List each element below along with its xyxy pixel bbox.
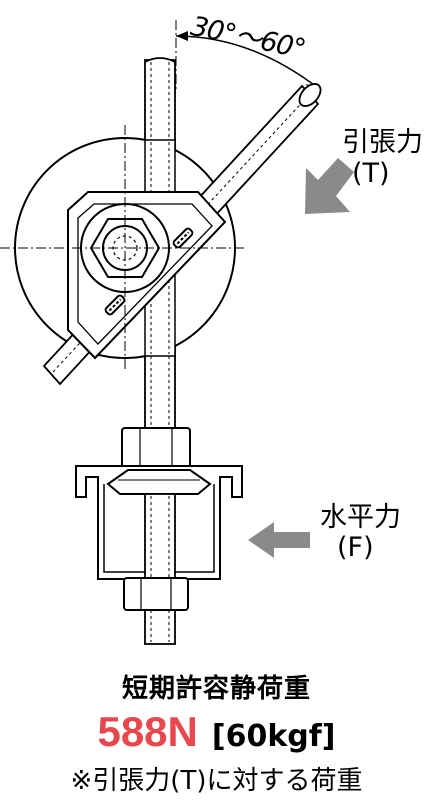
- horizontal-force-symbol: (F): [337, 532, 374, 563]
- load-note: ※引張力(T)に対する荷重: [70, 766, 363, 796]
- tension-symbol: (T): [352, 158, 390, 189]
- tension-arrow: [305, 158, 354, 214]
- load-value-row: 588N [60kgf]: [0, 708, 433, 756]
- load-title: 短期許容静荷重: [121, 674, 311, 704]
- tension-label: 引張力: [342, 127, 423, 158]
- load-value-kgf: [60kgf]: [211, 719, 336, 754]
- horizontal-force-arrow: [248, 522, 310, 558]
- upper-hex-nut: [121, 427, 191, 469]
- horizontal-force-label: 水平力: [320, 502, 401, 533]
- load-value-newtons: 588N: [97, 708, 198, 755]
- lower-rod: [123, 493, 189, 645]
- fitting-diagram: [0, 20, 354, 645]
- center-lines: [0, 20, 245, 372]
